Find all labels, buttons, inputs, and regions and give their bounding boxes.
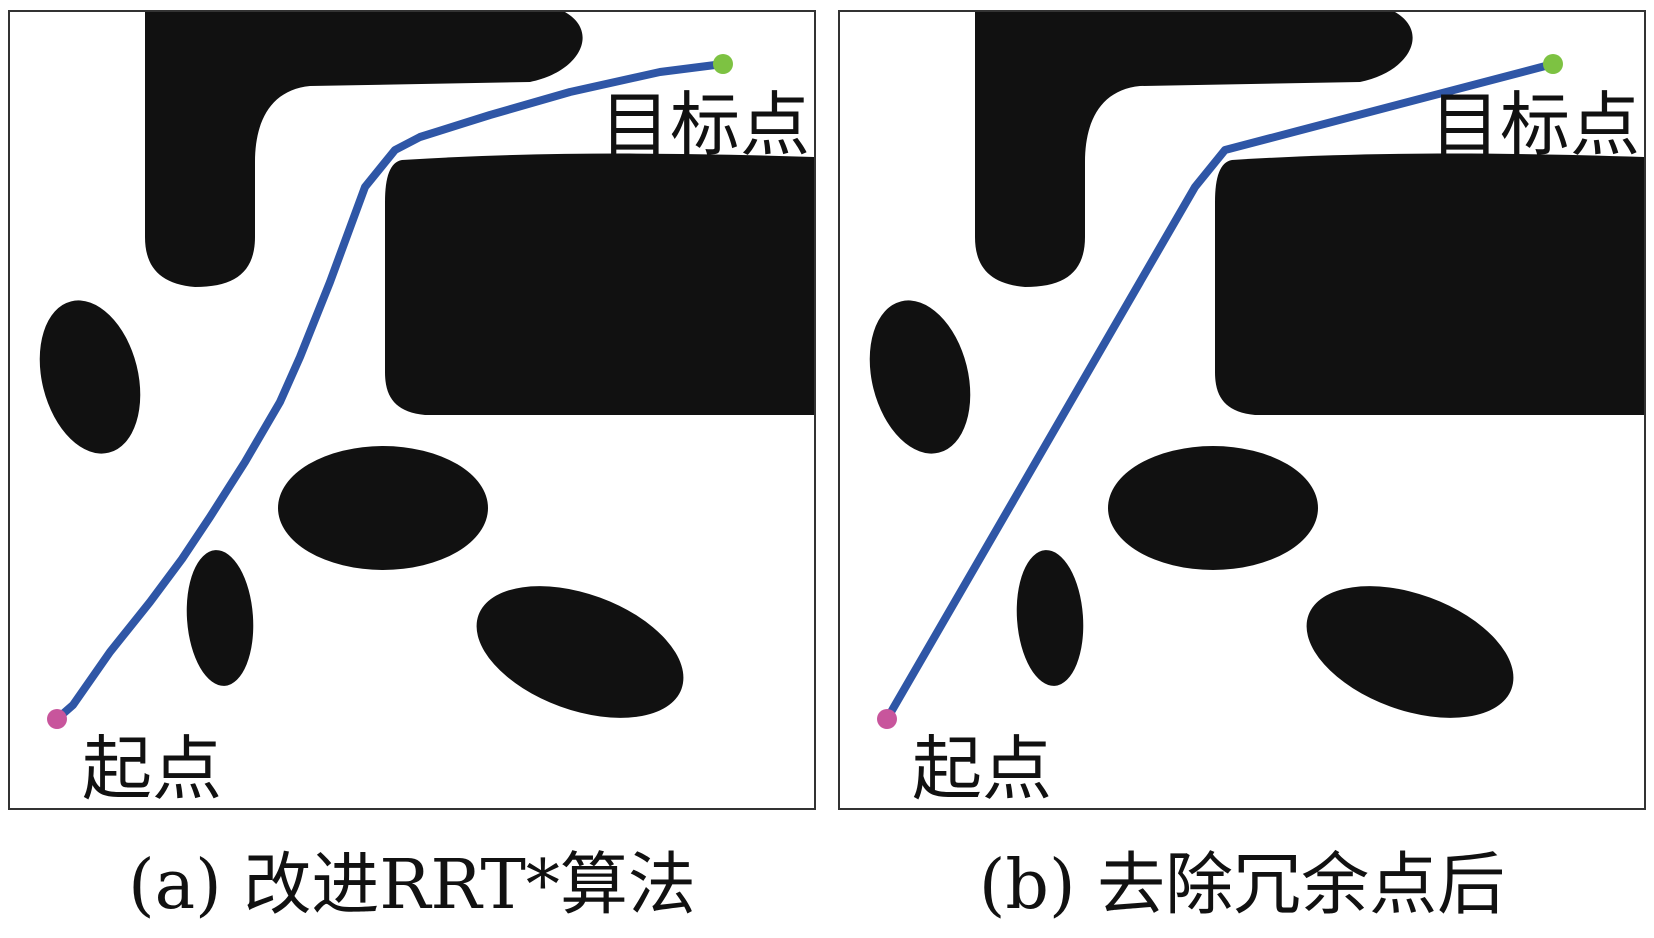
panel-a-improved-rrt-star: 目标点 起点 [8,10,816,810]
obstacle-mid-blob [1108,446,1318,570]
panel-b-path [883,60,1557,723]
panel-a-goal-label: 目标点 [600,84,810,166]
panel-a-path [53,60,727,723]
panel-a-start-marker [47,709,67,729]
panel-a-obstacles [39,12,814,718]
caption-b: (b) 去除冗余点后 [978,846,1506,925]
obstacle-small-blob [186,550,254,686]
obstacle-right-blob [476,586,684,718]
obstacle-mid-blob [278,446,488,570]
panel-b-map [869,12,1644,729]
panel-b-obstacles [869,12,1644,718]
caption-a: (a) 改进RRT*算法 [128,846,696,925]
obstacle-l-shape [145,12,583,287]
obstacle-small-blob [1016,550,1084,686]
obstacle-big-rect [1215,153,1644,415]
panel-b-start-marker [877,709,897,729]
obstacle-big-rect [385,153,814,415]
obstacle-left-blob [39,300,141,454]
panel-b-goal-marker [1543,54,1563,74]
panel-b-start-label: 起点 [912,728,1052,810]
obstacle-left-blob [869,300,971,454]
panel-a-goal-marker [713,54,733,74]
panel-b-goal-label: 目标点 [1430,84,1640,166]
panel-a-start-label: 起点 [82,728,222,810]
panel-b-redundant-removed: 目标点 起点 [838,10,1646,810]
obstacle-l-shape [975,12,1413,287]
panel-a-map [39,12,814,729]
obstacle-right-blob [1306,586,1514,718]
